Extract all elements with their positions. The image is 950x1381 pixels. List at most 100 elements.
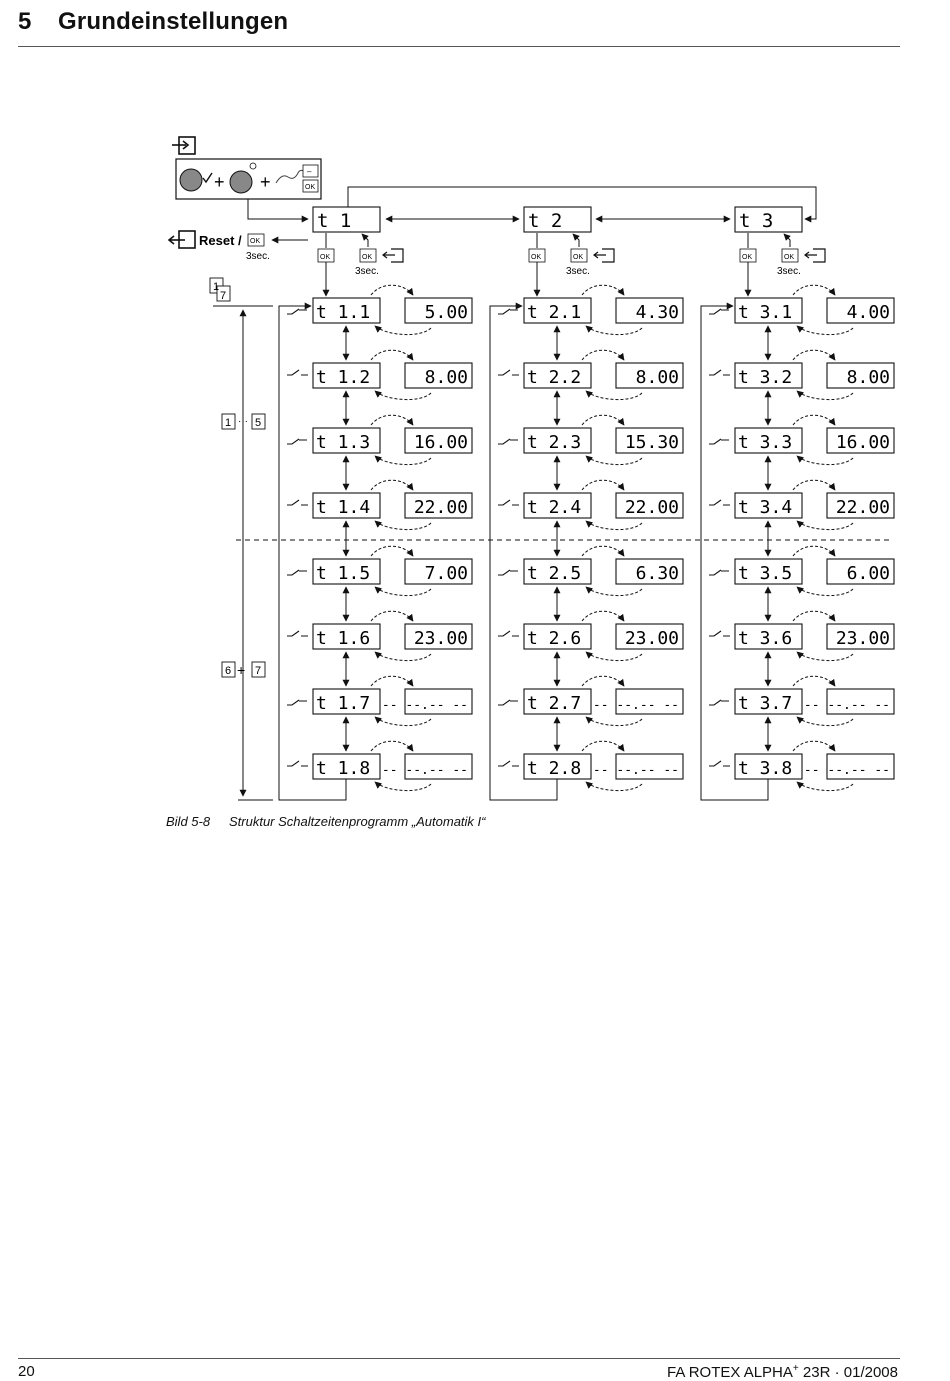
switch-time-display (615, 297, 684, 324)
edit-arrow (792, 284, 836, 296)
switch-point-code: t 3.1 (738, 302, 792, 323)
clock-icon (249, 162, 257, 170)
confirm-arrow (374, 716, 432, 726)
back-icon (804, 248, 826, 263)
page-number: 20 (18, 1363, 35, 1380)
switch-time-display (826, 688, 895, 715)
ok-key-label: OK (784, 254, 794, 261)
switch-time-value: 6.30 (636, 563, 679, 584)
switch-point-code: t 2.7 (527, 693, 581, 714)
confirm-arrow (796, 455, 854, 465)
switch-time-value: 23.00 (836, 628, 890, 649)
reset-indicator: Reset / OK 3sec. (167, 230, 308, 262)
check-icon (202, 172, 213, 184)
confirm-arrow (796, 390, 854, 400)
ok-key-label: OK (320, 254, 330, 261)
program-header-display (523, 206, 592, 233)
switch-time-display (826, 753, 895, 780)
ok-key (781, 248, 799, 263)
switch-state-icon (287, 699, 307, 706)
switch-point-display (312, 427, 381, 454)
switch-time-value: -- --.-- -- (804, 763, 890, 778)
switch-state-icon (498, 699, 518, 706)
switch-point-code: t 2.2 (527, 367, 581, 388)
switch-state-icon (287, 760, 308, 767)
svg-text:7: 7 (220, 290, 226, 302)
back-icon (382, 248, 404, 263)
switch-point-code: t 1.5 (316, 563, 370, 584)
switch-time-display (404, 297, 473, 324)
switch-point-display (523, 558, 592, 585)
switch-time-value: 8.00 (636, 367, 679, 388)
confirm-arrow (796, 651, 854, 661)
hold-duration-label: 3sec. (566, 266, 590, 277)
switch-time-value: 22.00 (836, 497, 890, 518)
switch-point-display (734, 688, 803, 715)
switch-time-value: 16.00 (414, 432, 468, 453)
hold-duration-label: 3sec. (246, 251, 270, 262)
switch-time-display (404, 427, 473, 454)
edit-arrow (792, 740, 836, 752)
edit-arrow (370, 740, 414, 752)
switch-time-display (826, 558, 895, 585)
edit-arrow (792, 545, 836, 557)
figure-caption: Struktur Schaltzeitenprogramm „Automatik… (229, 814, 486, 829)
switch-time-value: 22.00 (414, 497, 468, 518)
switch-state-icon (498, 369, 519, 376)
day-range-badge: 1 7 (209, 277, 231, 302)
hold-duration-label: 3sec. (777, 266, 801, 277)
switch-point-display (734, 492, 803, 519)
minus-key (302, 164, 319, 178)
switch-point-display (734, 558, 803, 585)
switch-point-code: t 3.3 (738, 432, 792, 453)
edit-arrow (581, 675, 625, 687)
confirm-arrow (374, 781, 432, 791)
switch-point-display (523, 427, 592, 454)
svg-text:5: 5 (255, 417, 261, 429)
confirm-arrow (374, 651, 432, 661)
switch-time-value: -- --.-- -- (382, 698, 468, 713)
program-header-label: t 2 (528, 210, 562, 232)
back-icon (593, 248, 615, 263)
edit-arrow (581, 349, 625, 361)
switch-point-code: t 3.2 (738, 367, 792, 388)
switch-time-value: -- --.-- -- (593, 763, 679, 778)
svg-text:7: 7 (255, 665, 261, 677)
switch-point-code: t 1.3 (316, 432, 370, 453)
section-number: 5 (18, 8, 32, 35)
footer-rule (18, 1358, 900, 1359)
switch-point-code: t 3.5 (738, 563, 792, 584)
switch-time-value: -- --.-- -- (593, 698, 679, 713)
switch-point-code: t 2.8 (527, 758, 581, 779)
switch-time-value: 5.00 (425, 302, 468, 323)
confirm-arrow (585, 651, 643, 661)
switch-time-display (826, 492, 895, 519)
switch-time-value: 4.00 (847, 302, 890, 323)
switch-time-display (615, 623, 684, 650)
confirm-arrow (796, 520, 854, 530)
confirm-arrow (585, 716, 643, 726)
ok-key-label: OK (305, 184, 315, 191)
key-combination-box: + + – OK (175, 158, 322, 200)
switch-state-icon (709, 308, 729, 315)
confirm-arrow (585, 390, 643, 400)
confirm-arrow (585, 455, 643, 465)
program-header-label: t 1 (317, 210, 351, 232)
switch-state-icon (709, 569, 729, 576)
edit-arrow (370, 610, 414, 622)
switch-state-icon (709, 630, 730, 637)
switch-point-code: t 1.4 (316, 497, 370, 518)
loop-connector (489, 302, 558, 801)
switch-time-value: 16.00 (836, 432, 890, 453)
dial-knob-icon (179, 168, 203, 192)
edit-arrow (581, 610, 625, 622)
edit-arrow (581, 284, 625, 296)
switch-point-display (312, 623, 381, 650)
switch-point-display (523, 688, 592, 715)
confirm-arrow (374, 455, 432, 465)
switch-point-code: t 2.1 (527, 302, 581, 323)
confirm-arrow (796, 716, 854, 726)
switch-time-display (826, 427, 895, 454)
switch-point-code: t 3.6 (738, 628, 792, 649)
